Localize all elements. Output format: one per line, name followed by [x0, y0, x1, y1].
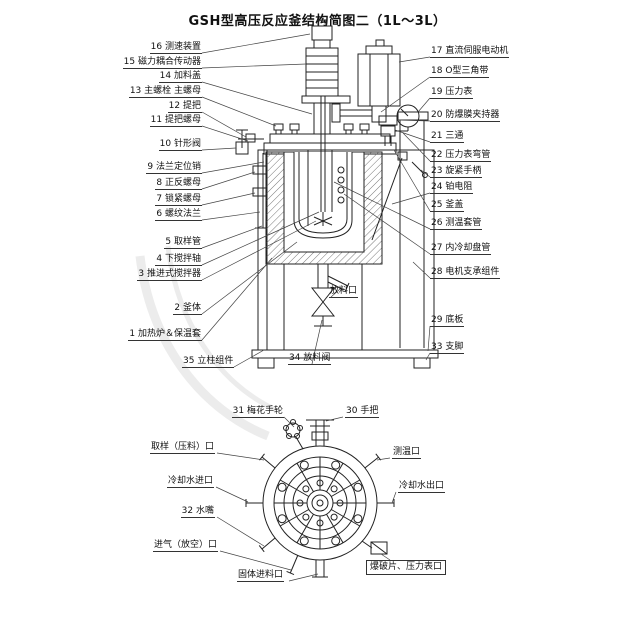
top-view-label-temp-port: 测温口	[392, 447, 422, 459]
part-label-8: 8 正反螺母	[155, 178, 202, 190]
top-view-label-32-nozzle: 32 水嘴	[180, 506, 215, 518]
part-label-2: 2 釜体	[173, 303, 202, 315]
part-label-33: 33 支脚	[430, 342, 465, 354]
top-view-label-rupture-disc: 爆破片、压力表口	[366, 560, 447, 575]
top-view-label-sampling-port: 取样（压料）口	[149, 442, 215, 454]
top-view-label-cooling-outlet: 冷却水出口	[398, 481, 446, 493]
part-label-29: 29 底板	[430, 315, 465, 327]
speed-device-and-coupler	[301, 19, 351, 134]
top-view-drawing	[245, 419, 395, 578]
top-view-label-cooling-inlet: 冷却水进口	[166, 476, 214, 488]
part-label-13: 13 主螺栓 主螺母	[128, 86, 202, 98]
part-label-34: 34 放料阀	[288, 353, 332, 365]
handle-and-probe	[371, 151, 428, 241]
part-label-23: 23 旋紧手柄	[430, 166, 483, 178]
discharge-port-label: 放料口	[329, 286, 359, 298]
part-label-19: 19 压力表	[430, 87, 474, 99]
part-label-21: 21 三通	[430, 131, 465, 143]
watermark	[135, 245, 278, 441]
left-pipe-fittings	[252, 153, 268, 229]
part-label-18: 18 O型三角带	[430, 66, 490, 78]
part-label-4: 4 下搅拌轴	[155, 254, 202, 266]
part-label-3: 3 推进式搅拌器	[137, 269, 202, 281]
top-view-label-solid-feed: 固体进料口	[237, 570, 285, 582]
part-label-25: 25 釜盖	[430, 200, 465, 212]
part-label-16: 16 测速装置	[149, 42, 202, 54]
part-label-12: 12 提把	[167, 101, 202, 113]
part-label-10: 10 针形阀	[158, 139, 202, 151]
part-label-15: 15 磁力耦合传动器	[122, 57, 202, 69]
part-label-20: 20 防爆膜夹持器	[430, 110, 501, 122]
leader-lines	[201, 33, 431, 582]
top-view-label-31-handwheel: 31 梅花手轮	[231, 406, 284, 418]
top-view-label-30-handle: 30 手把	[345, 406, 380, 418]
part-label-24: 24 铂电阻	[430, 182, 474, 194]
part-label-22: 22 压力表弯管	[430, 150, 492, 162]
part-label-28: 28 电机支承组件	[430, 267, 501, 279]
part-label-27: 27 内冷却盘管	[430, 243, 492, 255]
part-label-35: 35 立柱组件	[182, 356, 235, 368]
part-label-11: 11 提把螺母	[149, 115, 202, 127]
stirrer-and-internals	[307, 96, 345, 226]
top-view-label-gas-inlet: 进气（放空）口	[152, 540, 218, 552]
part-label-14: 14 加料盖	[158, 71, 202, 83]
discharge-valve	[310, 264, 350, 327]
pressure-gauge-assembly	[378, 104, 420, 146]
part-label-9: 9 法兰定位销	[146, 162, 202, 174]
motor-assembly	[331, 39, 429, 123]
part-label-1: 1 加热炉＆保温套	[128, 329, 202, 341]
part-label-26: 26 测温套管	[430, 218, 483, 230]
part-label-7: 7 锁紧螺母	[155, 194, 202, 206]
part-label-17: 17 直流伺服电动机	[430, 46, 510, 58]
part-label-5: 5 取样管	[164, 237, 202, 249]
base-and-feet	[251, 349, 439, 369]
part-label-6: 6 螺纹法兰	[155, 209, 202, 221]
diagram-title: GSH型高压反应釜结构简图二（1L～3L）	[188, 14, 447, 29]
